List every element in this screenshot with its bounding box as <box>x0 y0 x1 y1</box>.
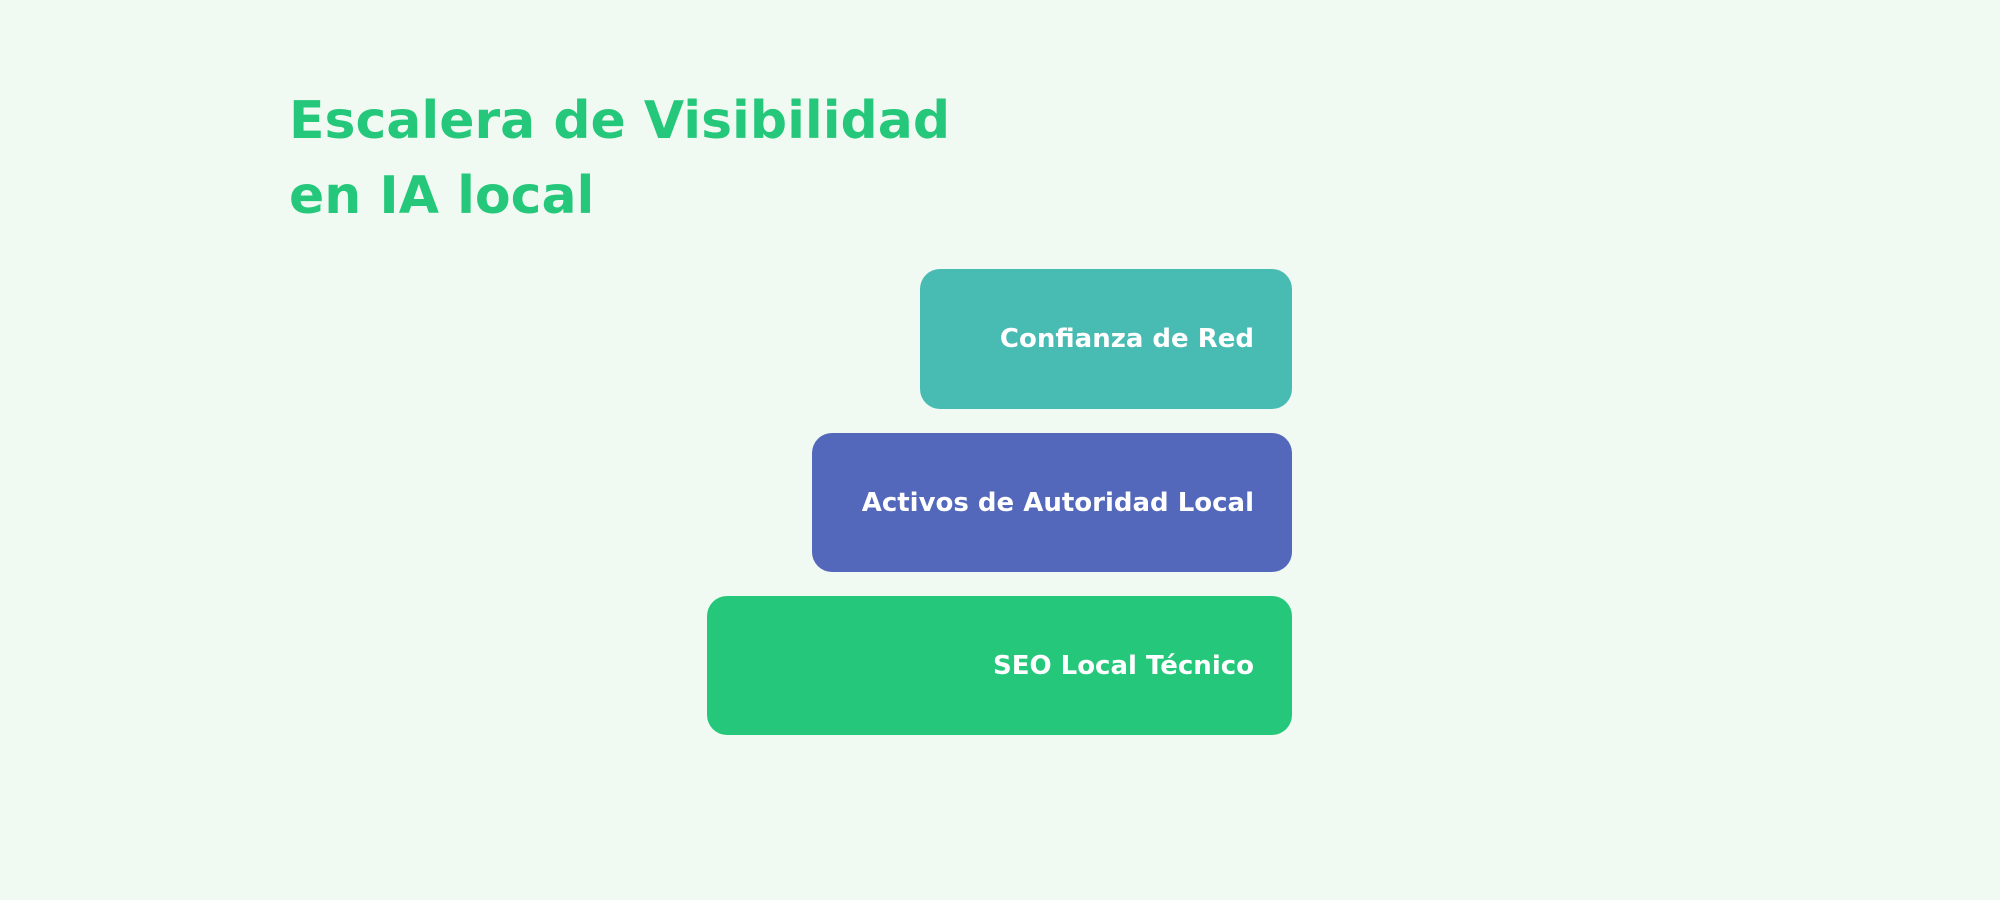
step-activos-de-autoridad-local: Activos de Autoridad Local <box>812 433 1292 572</box>
step-seo-local-tecnico: SEO Local Técnico <box>707 596 1292 735</box>
step-label: SEO Local Técnico <box>992 650 1254 681</box>
step-label: Activos de Autoridad Local <box>861 487 1254 518</box>
step-label: Confianza de Red <box>999 324 1254 354</box>
title-line-1: Escalera de Visibilidad <box>289 91 951 151</box>
diagram-title: Escalera de Visibilidad en IA local <box>289 84 950 234</box>
step-confianza-de-red: Confianza de Red <box>920 269 1292 409</box>
title-line-2: en IA local <box>289 166 595 226</box>
